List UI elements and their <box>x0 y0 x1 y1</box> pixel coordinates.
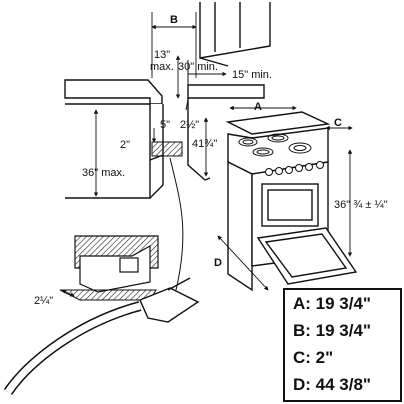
dimension-legend: A: 19 3/4" B: 19 3/4" C: 2" D: 44 3/8" <box>283 288 402 402</box>
oven-door <box>256 227 358 285</box>
outlet-wall-box <box>74 235 159 293</box>
dimension-lines <box>61 12 353 297</box>
label-15-min: 15" min. <box>232 69 272 81</box>
label-c: C <box>334 117 342 129</box>
control-knobs <box>265 161 324 176</box>
left-countertop <box>64 79 164 199</box>
label-d: D <box>214 257 222 269</box>
label-30-min: 30" min. <box>178 61 218 73</box>
label-13: 13" <box>154 49 170 61</box>
cord-callout <box>169 157 184 291</box>
label-36-max: 36" max. <box>82 167 125 179</box>
label-a: A <box>254 101 262 113</box>
legend-a: A: 19 3/4" <box>293 294 371 313</box>
label-max: max. <box>150 61 174 73</box>
floor-hatch <box>59 289 157 301</box>
label-2-half: 2½" <box>180 119 199 131</box>
anti-tip-bracket <box>151 141 183 157</box>
label-36-range: 36" ¾ ± ¼" <box>334 199 388 211</box>
burners <box>238 133 312 157</box>
legend-c: C: 2" <box>293 348 334 367</box>
label-2-quarter: 2¼" <box>34 295 53 307</box>
label-41: 41¾" <box>192 138 217 150</box>
legend-b: B: 19 3/4" <box>293 321 371 340</box>
power-cord <box>3 277 200 395</box>
label-b: B <box>170 14 178 26</box>
label-2: 2" <box>120 139 130 151</box>
label-5: 5" <box>160 119 170 131</box>
upper-cabinet <box>199 2 271 67</box>
legend-d: D: 44 3/8" <box>293 375 371 394</box>
